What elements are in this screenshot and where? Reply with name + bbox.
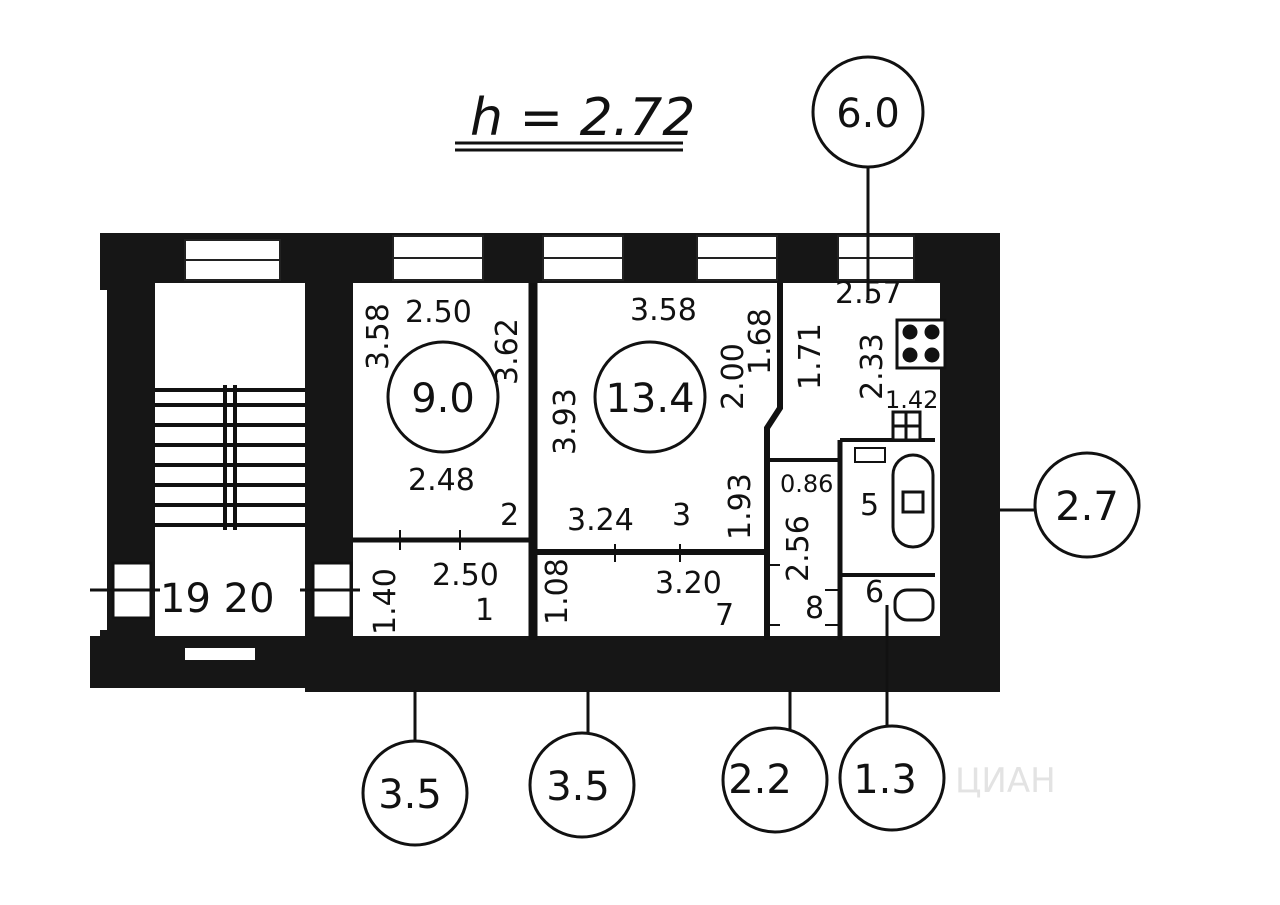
dim-r2-bottom: 2.48 bbox=[408, 463, 475, 498]
callout-circle-b2 bbox=[528, 731, 636, 839]
room-number-5: 5 bbox=[860, 488, 879, 523]
room-2-area: 9.0 bbox=[411, 376, 475, 422]
dim-r1-left: 1.40 bbox=[368, 568, 403, 635]
stair-left-strip bbox=[95, 290, 107, 630]
room-number-2: 2 bbox=[500, 498, 519, 533]
dim-bath-small: 0.86 bbox=[780, 470, 833, 498]
toilet-icon bbox=[891, 453, 935, 549]
dim-r7-top: 3.20 bbox=[655, 566, 722, 601]
washbasin-icon bbox=[893, 588, 935, 622]
room-number-1: 1 bbox=[475, 593, 494, 628]
dim-r3-right-b: 1.68 bbox=[743, 308, 778, 375]
ceiling-height-label: h = 2.72 bbox=[470, 88, 695, 148]
bath-small-box bbox=[854, 447, 886, 463]
dim-r2-top: 2.50 bbox=[405, 295, 472, 330]
callout-bottom-3: 2.2 bbox=[728, 757, 792, 803]
room-3-area-circle bbox=[593, 340, 707, 454]
callout-top: 6.0 bbox=[836, 91, 900, 137]
callout-bottom-1: 3.5 bbox=[378, 772, 442, 818]
dim-r2-right: 3.62 bbox=[490, 318, 525, 385]
room-number-6: 6 bbox=[865, 575, 884, 610]
staircase bbox=[155, 385, 305, 530]
stove-icon bbox=[895, 318, 947, 370]
dim-r3-right-a: 2.00 bbox=[716, 343, 751, 410]
room-number-7: 7 bbox=[715, 598, 734, 633]
windows bbox=[184, 235, 915, 281]
callout-circle-b3 bbox=[721, 726, 829, 834]
callout-circle-b4 bbox=[838, 724, 946, 832]
callout-bottom-2: 3.5 bbox=[546, 764, 610, 810]
interior-walls bbox=[353, 283, 935, 640]
callout-circle-right bbox=[1033, 451, 1141, 559]
dim-r7-left: 1.08 bbox=[540, 558, 575, 625]
entry-mark bbox=[185, 648, 255, 660]
room-number-3: 3 bbox=[672, 498, 691, 533]
watermark: ЦИАН bbox=[955, 761, 1056, 801]
dim-kitchen-left: 1.71 bbox=[793, 323, 828, 390]
dim-r2-top-left: 3.58 bbox=[361, 303, 396, 370]
dim-kitchen-side: 2.33 bbox=[855, 333, 890, 400]
dim-r3-right-c: 1.93 bbox=[723, 473, 758, 540]
wall-bottom-ext bbox=[305, 660, 1000, 692]
dim-r3-top: 3.58 bbox=[630, 293, 697, 328]
callout-circle-top bbox=[811, 55, 925, 169]
callout-circle-b1 bbox=[361, 739, 469, 847]
dim-r1-top: 2.50 bbox=[432, 558, 499, 593]
stair-numbers: 19 20 bbox=[160, 576, 275, 622]
callout-right: 2.7 bbox=[1055, 484, 1119, 530]
dim-bath-left: 2.56 bbox=[781, 515, 816, 582]
kitchen-sink-icon bbox=[891, 410, 922, 442]
room-3-area: 13.4 bbox=[605, 376, 694, 422]
dim-kitchen-small: 1.42 bbox=[885, 386, 938, 414]
wall-stair-right bbox=[305, 233, 353, 688]
callout-bottom-4: 1.3 bbox=[853, 757, 917, 803]
room-2-area-circle bbox=[386, 340, 500, 454]
door-marks bbox=[399, 530, 840, 626]
dim-r3-left: 3.93 bbox=[548, 388, 583, 455]
wall-right bbox=[940, 233, 1000, 688]
dim-r3-bottom: 3.24 bbox=[567, 503, 634, 538]
room-number-8: 8 bbox=[805, 591, 824, 626]
